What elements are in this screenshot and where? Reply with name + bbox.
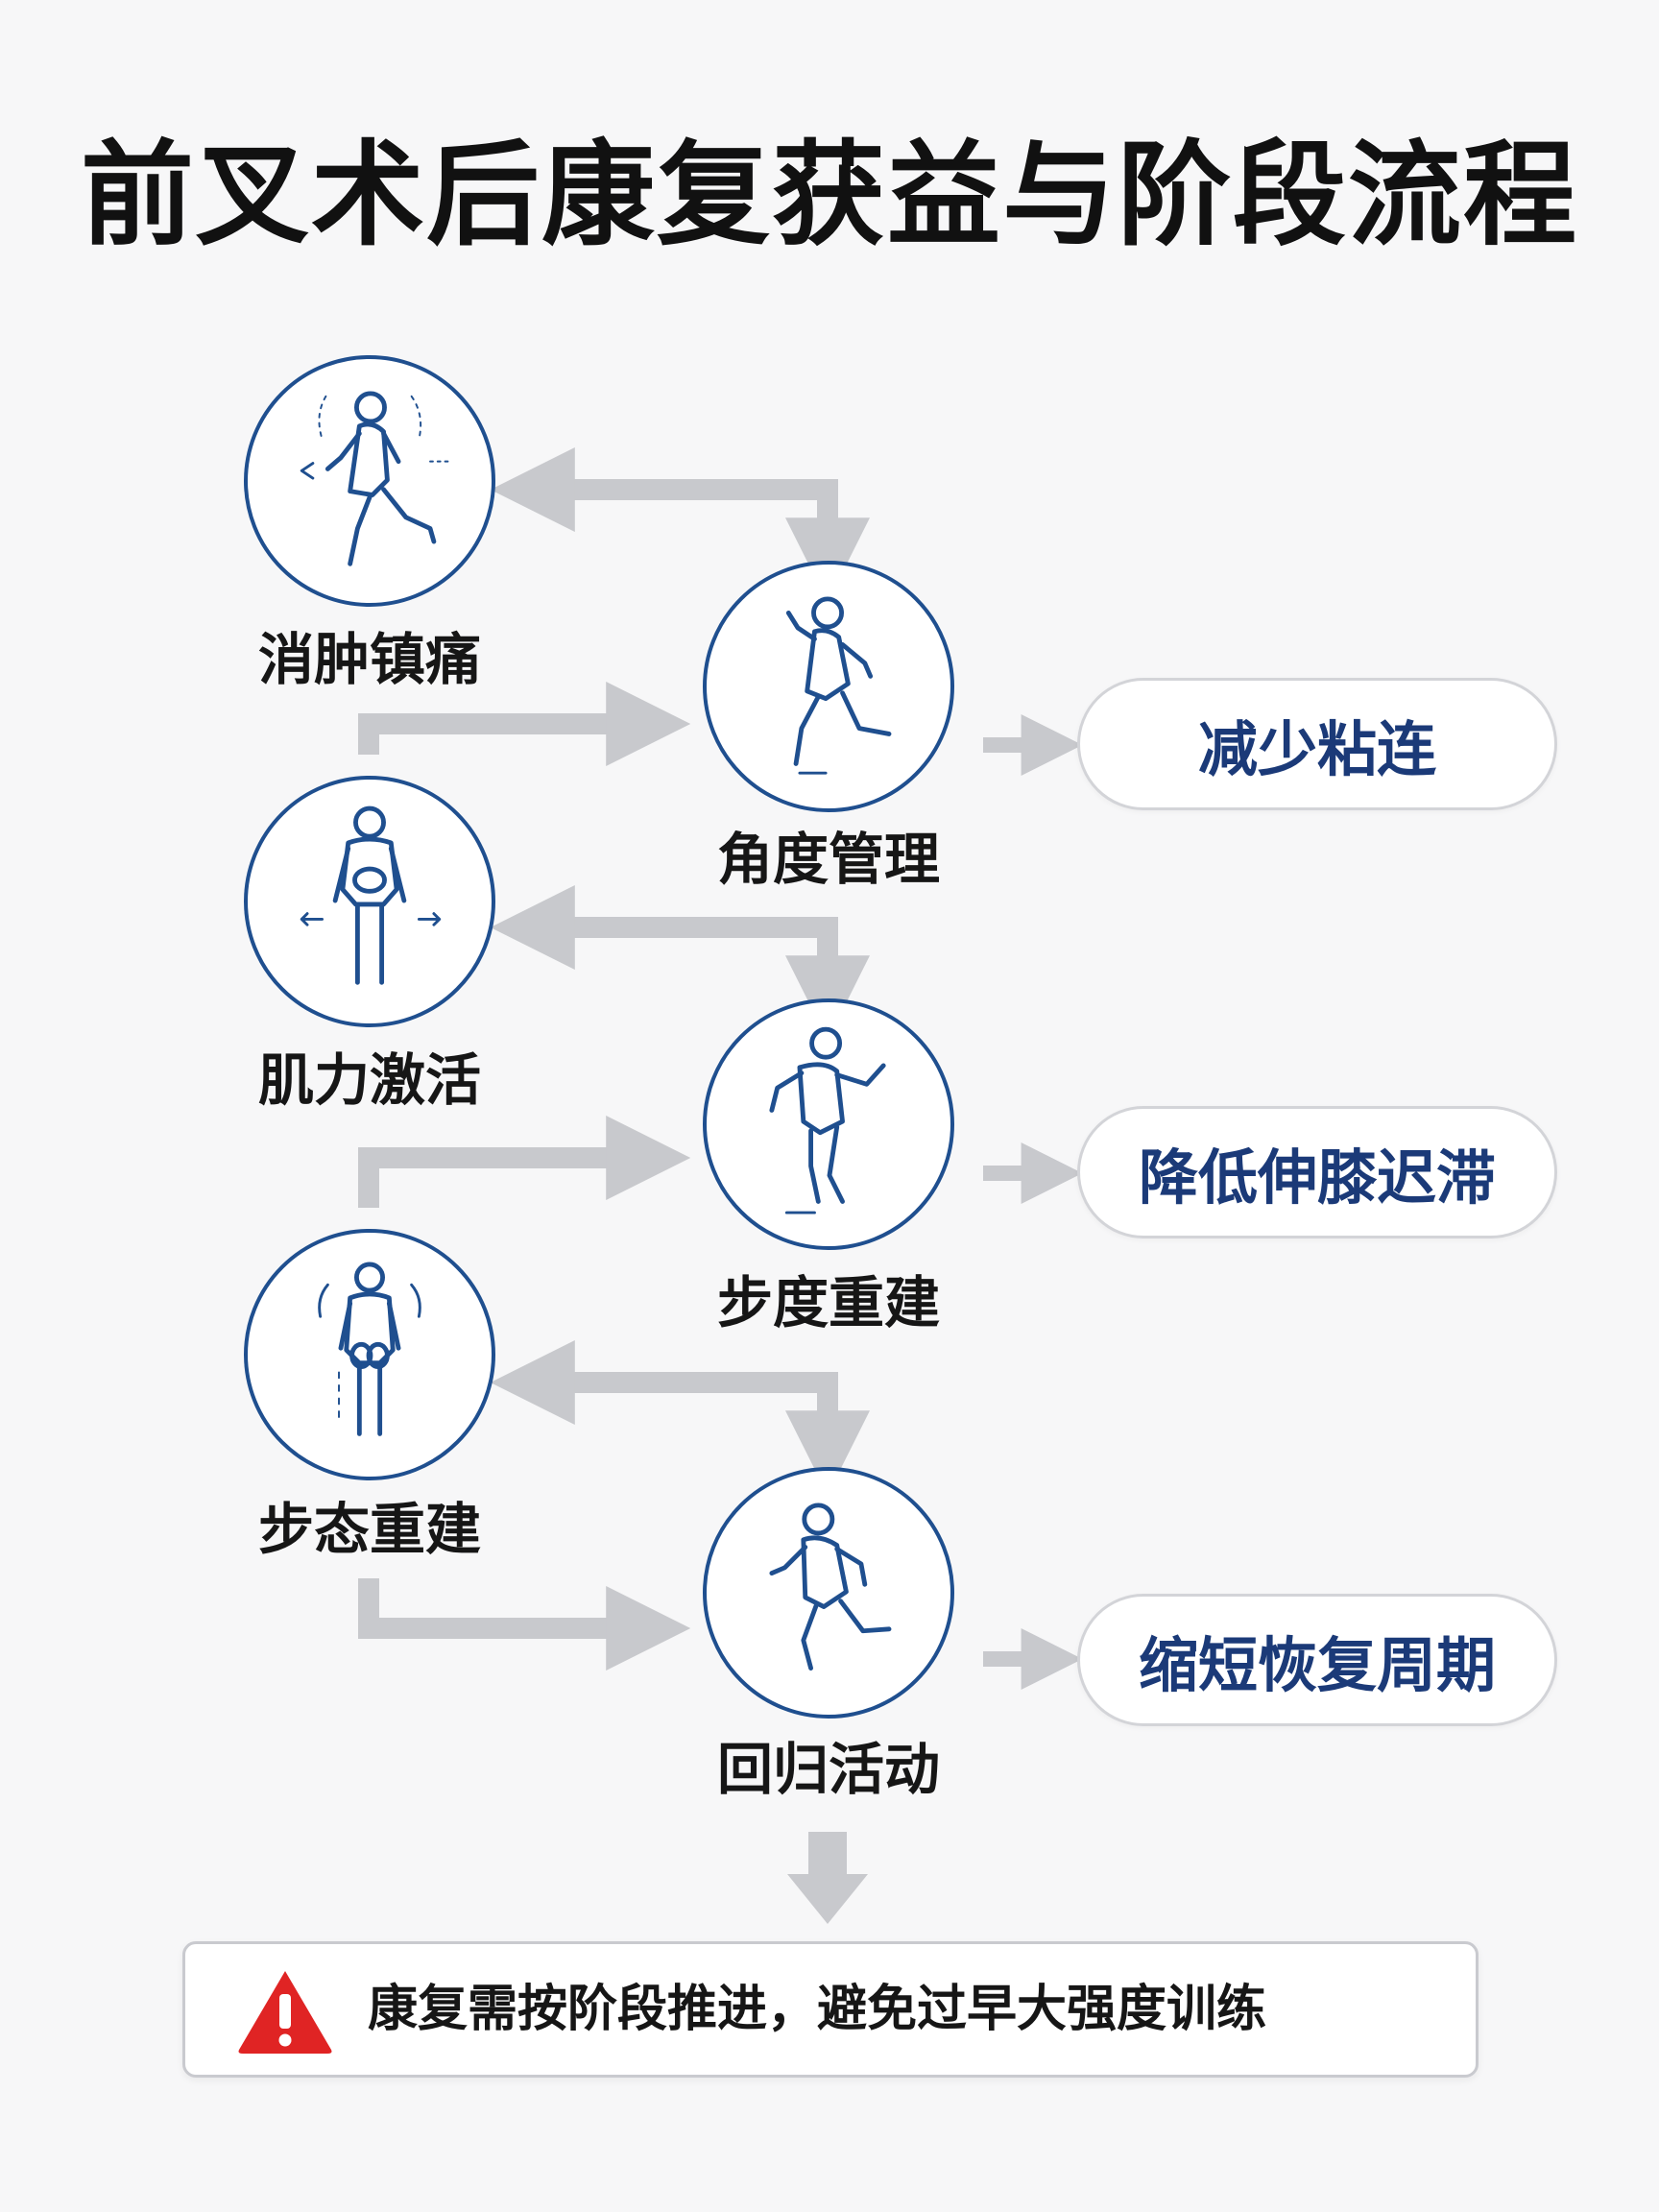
lunging-person-icon: [769, 1026, 886, 1214]
stage-label-6: 回归活动: [716, 1737, 940, 1802]
stage-label-5: 步态重建: [257, 1497, 481, 1562]
down-arrow: [787, 1832, 868, 1924]
warning-triangle-icon: [238, 1971, 332, 2054]
connector-arrow-2: [358, 682, 691, 766]
standing-person-icon: [300, 805, 442, 985]
connector-arrow-5: [490, 1340, 870, 1496]
sprinting-person-icon: [769, 1503, 892, 1671]
stage-label-4: 步度重建: [716, 1270, 940, 1335]
stage-label-1: 消肿镇痛: [257, 627, 481, 692]
stage-circle-3: [244, 776, 495, 1027]
stage-circle-4: [703, 998, 954, 1250]
benefit-label-3: 缩短恢复周期: [1138, 1630, 1496, 1700]
connector-arrow-3: [490, 885, 870, 1041]
warning-text: 康复需按阶段推进，避免过早大强度训练: [368, 1981, 1267, 2038]
benefit-pill-2: 降低伸膝迟滞: [1077, 1106, 1557, 1238]
benefit-pill-1: 减少粘连: [1077, 678, 1557, 810]
connector-arrow-1: [490, 447, 870, 603]
stage-circle-6: [703, 1467, 954, 1719]
upright-person-icon: [318, 1262, 421, 1436]
running-person-icon: [785, 596, 892, 775]
benefit-label-2: 降低伸膝迟滞: [1138, 1142, 1496, 1213]
walking-person-icon: [300, 391, 450, 566]
page-title: 前叉术后康复获益与阶段流程: [80, 129, 1578, 261]
stage-circle-2: [703, 561, 954, 812]
connector-arrow-4: [358, 1116, 691, 1208]
benefit-pill-3: 缩短恢复周期: [1077, 1594, 1557, 1726]
stage-label-2: 角度管理: [716, 827, 940, 892]
stage-circle-5: [244, 1229, 495, 1480]
stage-label-3: 肌力激活: [257, 1047, 481, 1113]
stage-circle-1: [244, 355, 495, 607]
warning-box: 康复需按阶段推进，避免过早大强度训练: [182, 1941, 1479, 2078]
benefit-label-1: 减少粘连: [1197, 714, 1436, 784]
connector-arrow-6: [358, 1578, 691, 1671]
